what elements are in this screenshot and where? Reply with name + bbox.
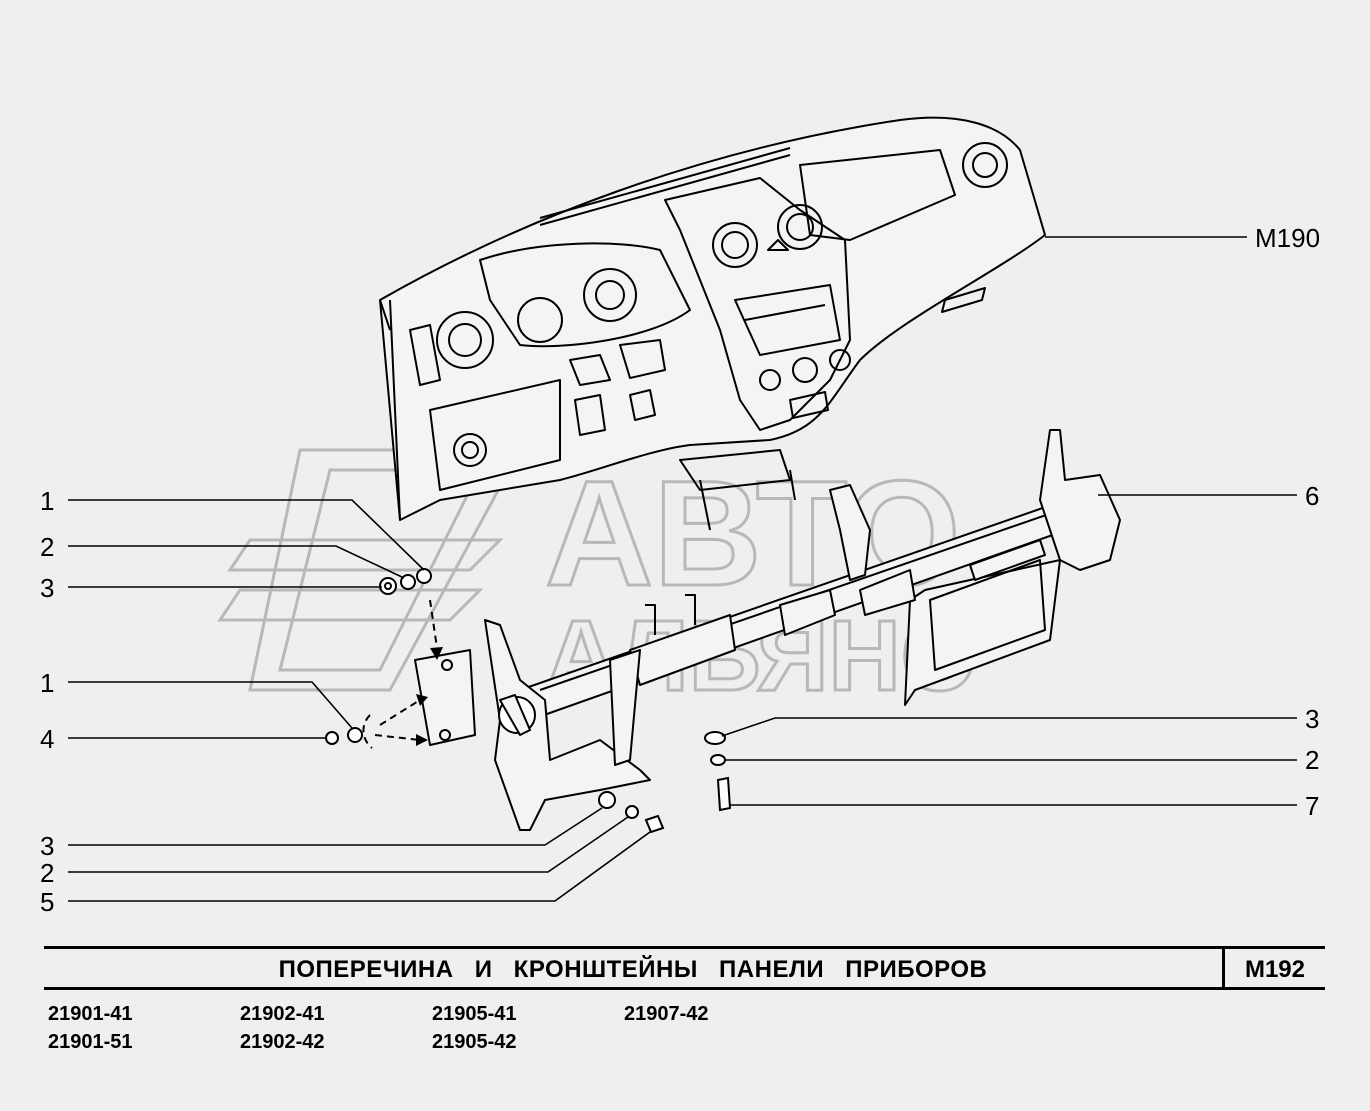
model-code: 21902-42 xyxy=(240,1031,325,1053)
callout-label-right-4: 7 xyxy=(1305,791,1320,821)
callout-label-3: 3 xyxy=(40,573,55,603)
callout-label-right-3: 2 xyxy=(1305,745,1320,775)
model-code: 21905-42 xyxy=(432,1031,517,1053)
cross-member-drawing xyxy=(414,429,1121,831)
title-divider xyxy=(1222,949,1225,987)
model-code: 21901-41 xyxy=(48,1003,133,1025)
assembly-arrows xyxy=(362,599,438,749)
callout-label-1: 1 xyxy=(40,486,55,516)
arrow-heads xyxy=(416,647,443,746)
diagram-title: ПОПЕРЕЧИНА И КРОНШТЕЙНЫ ПАНЕЛИ ПРИБОРОВ xyxy=(278,956,988,983)
title-block: ПОПЕРЕЧИНА И КРОНШТЕЙНЫ ПАНЕЛИ ПРИБОРОВ … xyxy=(44,946,1325,990)
model-code: 21905-41 xyxy=(432,1003,517,1025)
callout-label-5: 4 xyxy=(40,724,55,754)
model-code: 21901-51 xyxy=(48,1031,133,1053)
model-code: 21902-41 xyxy=(240,1003,325,1025)
callout-label-8: 5 xyxy=(40,887,55,917)
diagram-code: M192 xyxy=(1244,956,1306,983)
callout-label-7: 2 xyxy=(40,858,55,888)
callout-label-right-1: 6 xyxy=(1305,481,1320,511)
reference-code-label: M190 xyxy=(1255,223,1321,253)
model-code: 21907-42 xyxy=(624,1003,709,1025)
callout-label-4: 1 xyxy=(40,668,55,698)
callout-label-2: 2 xyxy=(40,532,55,562)
fasteners-drawing xyxy=(325,568,732,834)
leader-lines xyxy=(68,236,1297,902)
callout-label-6: 3 xyxy=(40,831,55,861)
dashboard-panel-drawing xyxy=(379,116,1046,531)
callout-label-right-2: 3 xyxy=(1305,704,1320,734)
